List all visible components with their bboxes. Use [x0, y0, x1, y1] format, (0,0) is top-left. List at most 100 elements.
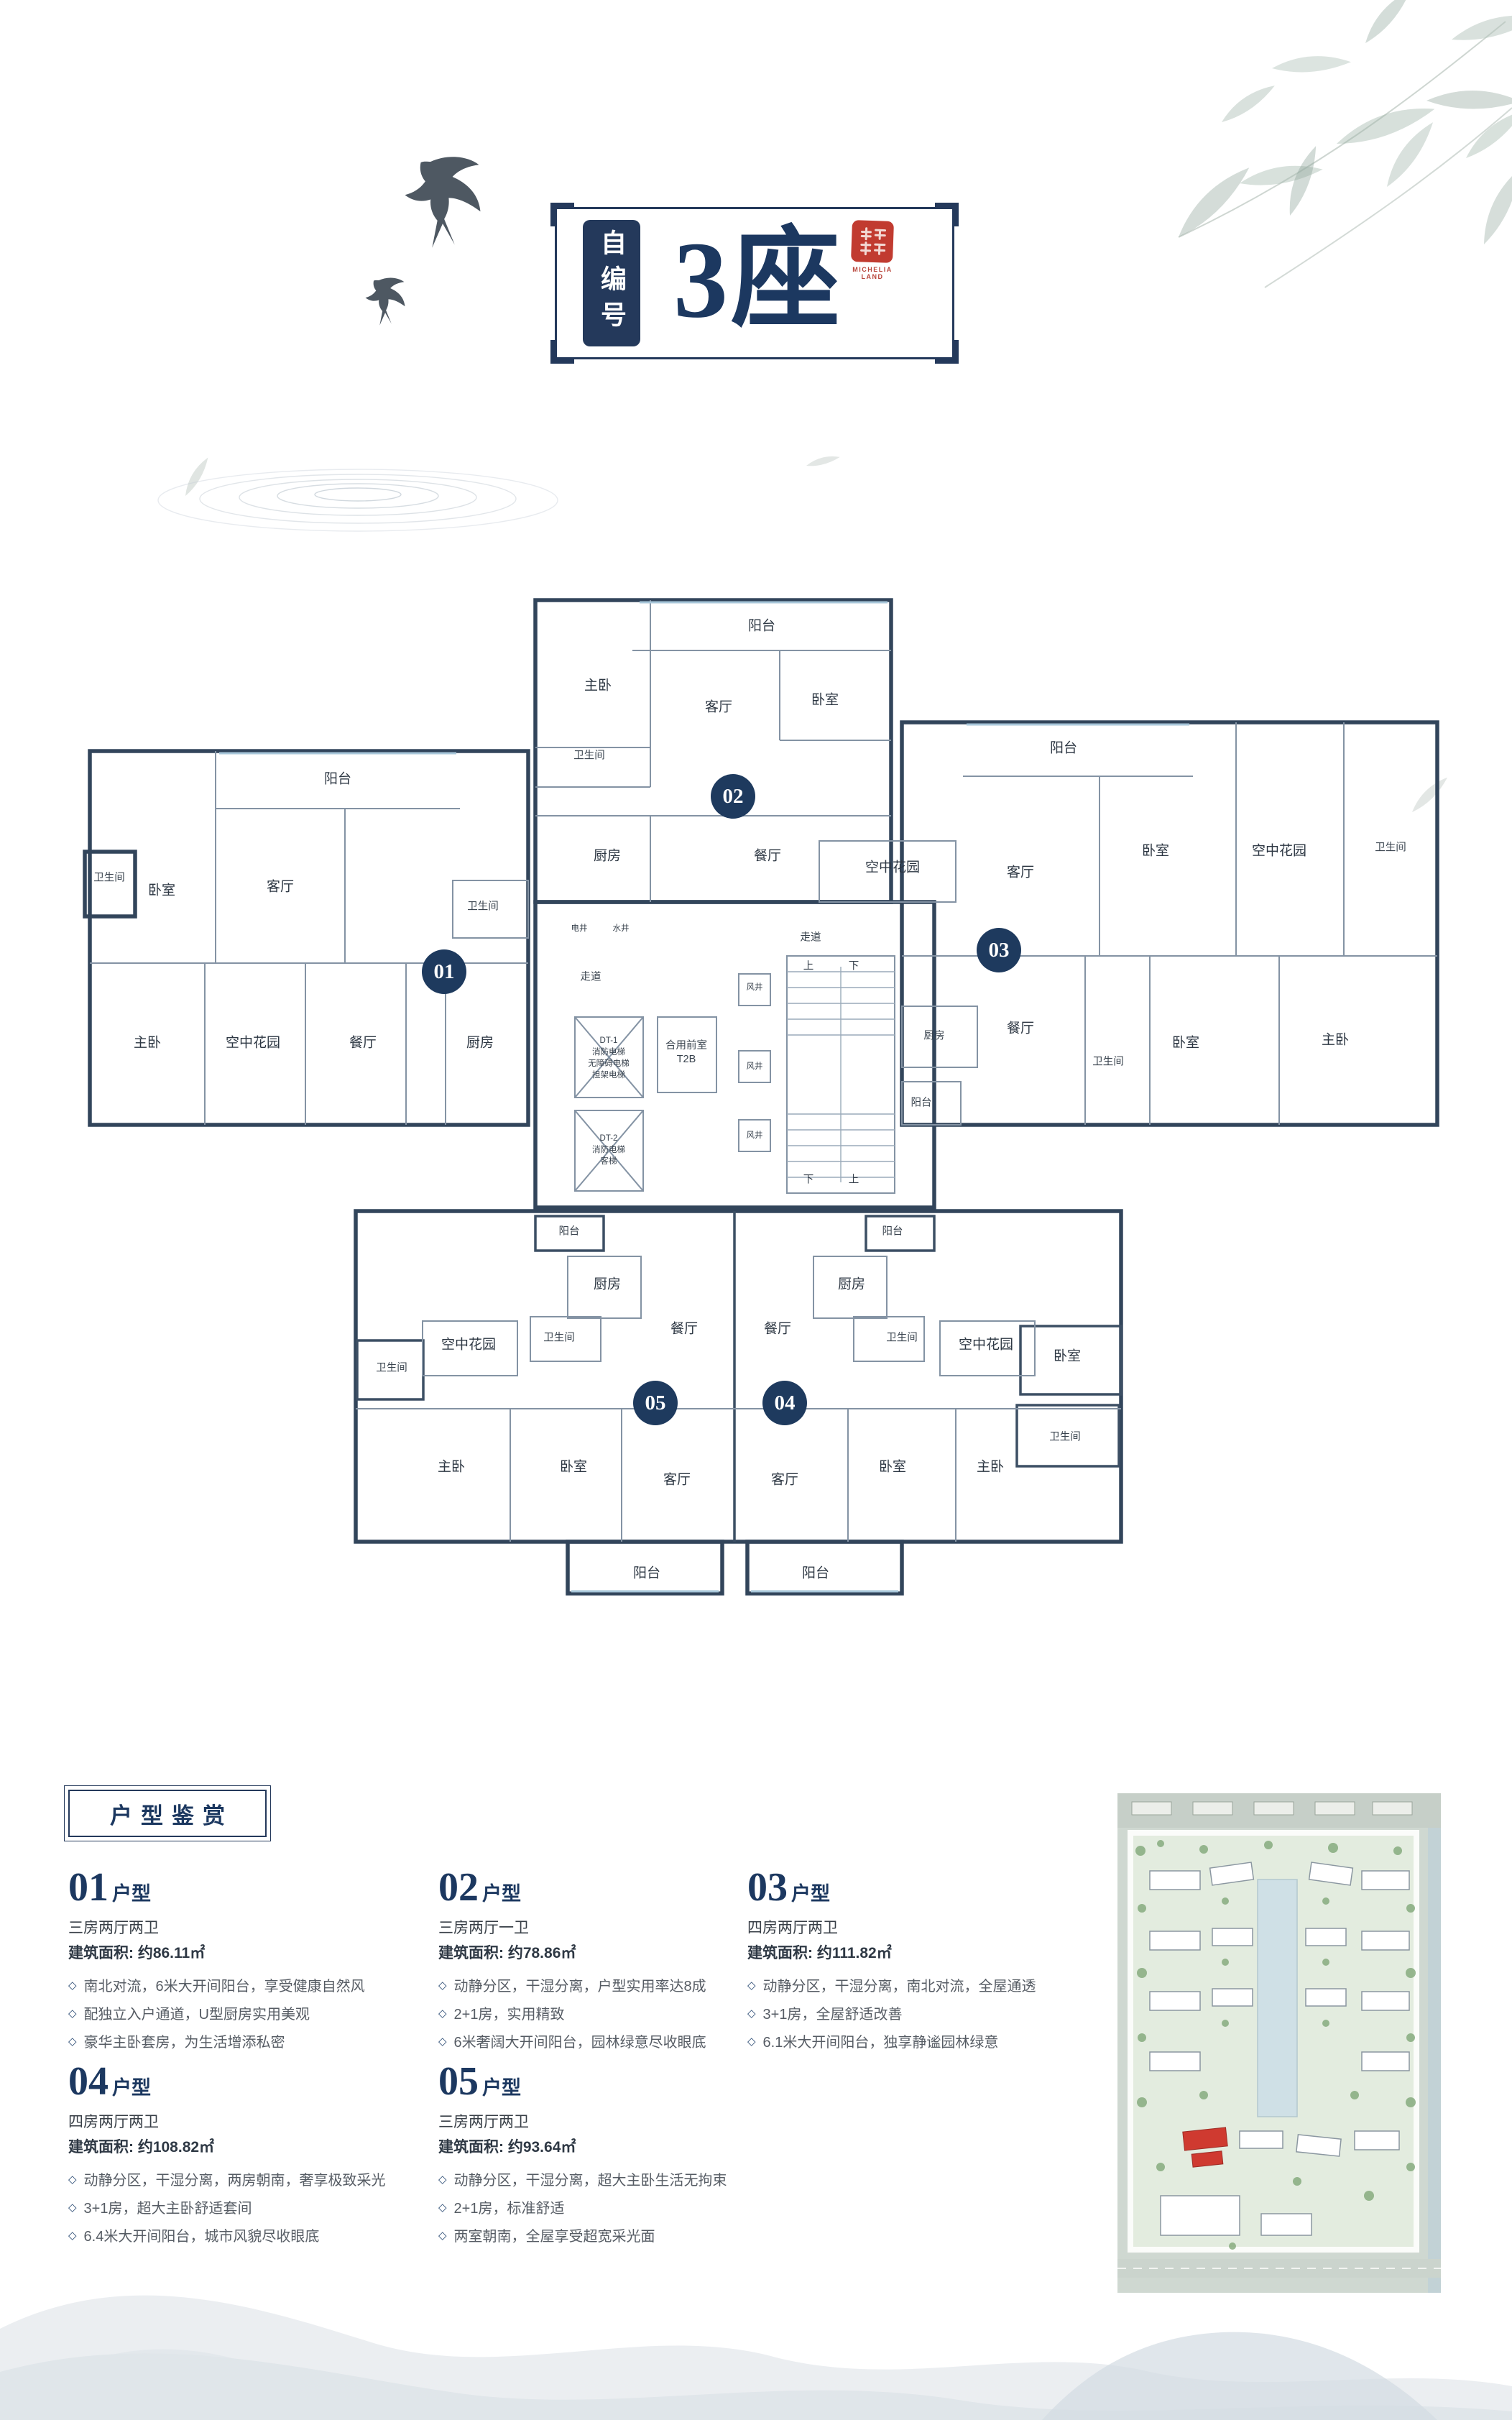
unit-number: 05	[438, 2059, 479, 2104]
brand-seal: MICHELIA LAND	[850, 220, 895, 280]
room-label: 主卧	[133, 1035, 162, 1051]
building-title-badge: 自编号 3座 MICHELIA LAND	[550, 203, 959, 364]
diamond-bullet-icon: ◇	[438, 2035, 447, 2048]
room-label: 空中花园	[1251, 843, 1307, 859]
unit-suffix: 户型	[791, 1883, 830, 1905]
room-label: 阳台	[632, 1565, 661, 1581]
diamond-bullet-icon: ◇	[438, 2202, 447, 2214]
unit-feature-text: 动静分区，干湿分离，超大主卧生活无拘束	[453, 2173, 727, 2189]
room-label: 卫生间	[543, 1332, 575, 1344]
unit-feature: ◇6.1米大开间阳台，独享静谧园林绿意	[747, 2032, 1092, 2053]
unit-room-config: 三房两厅两卫	[438, 2114, 529, 2130]
unit-feature: ◇ 2+1房，标准舒适	[438, 2198, 783, 2219]
room-label: 阳台	[558, 1225, 580, 1238]
room-label: DT-2 消防电梯 客梯	[592, 1133, 625, 1167]
unit-number: 03	[747, 1865, 788, 1910]
diamond-bullet-icon: ◇	[68, 2230, 77, 2242]
unit-floor-area: 建筑面积: 约111.82㎡	[747, 1945, 892, 1961]
floor-plan-labels: 阳台卫生间卧室客厅卫生间主卧空中花园餐厅厨房阳台主卧客厅卧室卫生间厨房餐厅空中花…	[0, 546, 1512, 1639]
unit-feature-text: 3+1房，超大主卧舒适套间	[83, 2201, 252, 2217]
room-label: 阳台	[882, 1225, 903, 1238]
building-code-label: 自编号	[597, 229, 627, 337]
unit-floor-area: 建筑面积: 约78.86㎡	[438, 1945, 576, 1961]
room-label: 卧室	[559, 1459, 588, 1475]
unit-badge-01: 01	[422, 949, 466, 994]
unit-feature-text: 3+1房，全屋舒适改善	[762, 2007, 903, 2023]
diamond-bullet-icon: ◇	[438, 2173, 447, 2186]
site-plan-map	[1117, 1793, 1441, 2293]
room-label: 客厅	[266, 879, 295, 895]
room-label: 餐厅	[349, 1035, 377, 1051]
room-label: DT-1 消防电梯 无障碍电梯 担架电梯	[588, 1036, 630, 1080]
room-label: 电井	[571, 924, 588, 933]
room-label: 阳台	[1049, 740, 1078, 756]
room-label: 下	[848, 960, 859, 972]
section-title-box: 户型鉴赏	[64, 1785, 271, 1841]
building-number: 3座	[673, 219, 843, 341]
room-label: 卫生间	[1092, 1056, 1124, 1068]
room-label: 卧室	[147, 883, 176, 898]
room-label: 空中花园	[441, 1337, 497, 1353]
room-label: 卫生间	[886, 1332, 918, 1344]
room-label: 卧室	[1053, 1348, 1082, 1364]
unit-feature: ◇ 动静分区，干湿分离，超大主卧生活无拘束	[438, 2170, 783, 2191]
stairs	[787, 967, 895, 1182]
unit-feature: ◇配独立入户通道，U型厨房实用美观	[68, 2004, 413, 2025]
room-label: 客厅	[704, 699, 733, 715]
unit-feature: ◇动静分区，干湿分离，户型实用率达8成	[438, 1976, 783, 1997]
diamond-bullet-icon: ◇	[747, 1979, 756, 1992]
unit-feature-text: 两室朝南，全屋享受超宽采光面	[453, 2229, 655, 2245]
unit-feature: ◇南北对流，6米大开间阳台，享受健康自然风	[68, 1976, 413, 1997]
diamond-bullet-icon: ◇	[438, 2007, 447, 2020]
unit-feature-text: 动静分区，干湿分离，南北对流，全屋通透	[762, 1979, 1036, 1995]
room-label: 卫生间	[1049, 1431, 1081, 1443]
room-label: 阳台	[323, 771, 352, 787]
unit-floor-area: 建筑面积: 约108.82㎡	[68, 2139, 215, 2156]
unit-feature: ◇3+1房，超大主卧舒适套间	[68, 2198, 413, 2219]
diamond-bullet-icon: ◇	[438, 1979, 447, 1992]
diamond-bullet-icon: ◇	[68, 1979, 77, 1992]
room-label: 主卧	[1321, 1032, 1350, 1048]
unit-room-config: 四房两厅两卫	[747, 1920, 838, 1936]
diamond-bullet-icon: ◇	[747, 2007, 756, 2020]
unit-feature: ◇动静分区，干湿分离，两房朝南，奢享极致采光	[68, 2170, 413, 2191]
unit-suffix: 户型	[112, 2077, 151, 2099]
room-label: 厨房	[837, 1276, 866, 1292]
room-label: 卫生间	[376, 1362, 407, 1374]
unit-feature: ◇两室朝南，全屋享受超宽采光面	[438, 2226, 783, 2248]
building-code-label-box: 自编号	[583, 220, 640, 346]
room-label: 空中花园	[225, 1035, 281, 1051]
room-label: 厨房	[923, 1030, 945, 1042]
room-label: 餐厅	[670, 1321, 699, 1337]
unit-feature-text: 2+1房，实用精致	[453, 2007, 565, 2023]
diamond-bullet-icon: ◇	[68, 2035, 77, 2048]
room-label: 卫生间	[467, 901, 499, 913]
room-label: 餐厅	[763, 1321, 792, 1337]
brand-seal-icon	[851, 220, 894, 263]
room-label: 上	[803, 960, 814, 972]
unit-number: 04	[68, 2059, 109, 2104]
room-label: 阳台	[747, 618, 776, 634]
unit-number: 02	[438, 1865, 479, 1910]
unit-badge-05: 05	[633, 1381, 678, 1425]
unit-feature-text: 6.1米大开间阳台，独享静谧园林绿意	[762, 2035, 999, 2051]
brand-seal-caption: MICHELIA LAND	[852, 266, 893, 280]
room-label: 卧室	[811, 692, 839, 708]
room-label: 卫生间	[573, 750, 605, 762]
room-label: 合用前室 T2B	[665, 1040, 707, 1065]
unit-floor-area: 建筑面积: 约86.11㎡	[68, 1945, 206, 1961]
unit-badge-04: 04	[762, 1381, 807, 1425]
water-ripple-decoration	[157, 469, 558, 532]
unit-feature: ◇6米奢阔大开间阳台，园林绿意尽收眼底	[438, 2032, 783, 2053]
room-label: 阳台	[801, 1565, 830, 1581]
unit-feature-text: 2+1房，标准舒适	[453, 2201, 565, 2217]
